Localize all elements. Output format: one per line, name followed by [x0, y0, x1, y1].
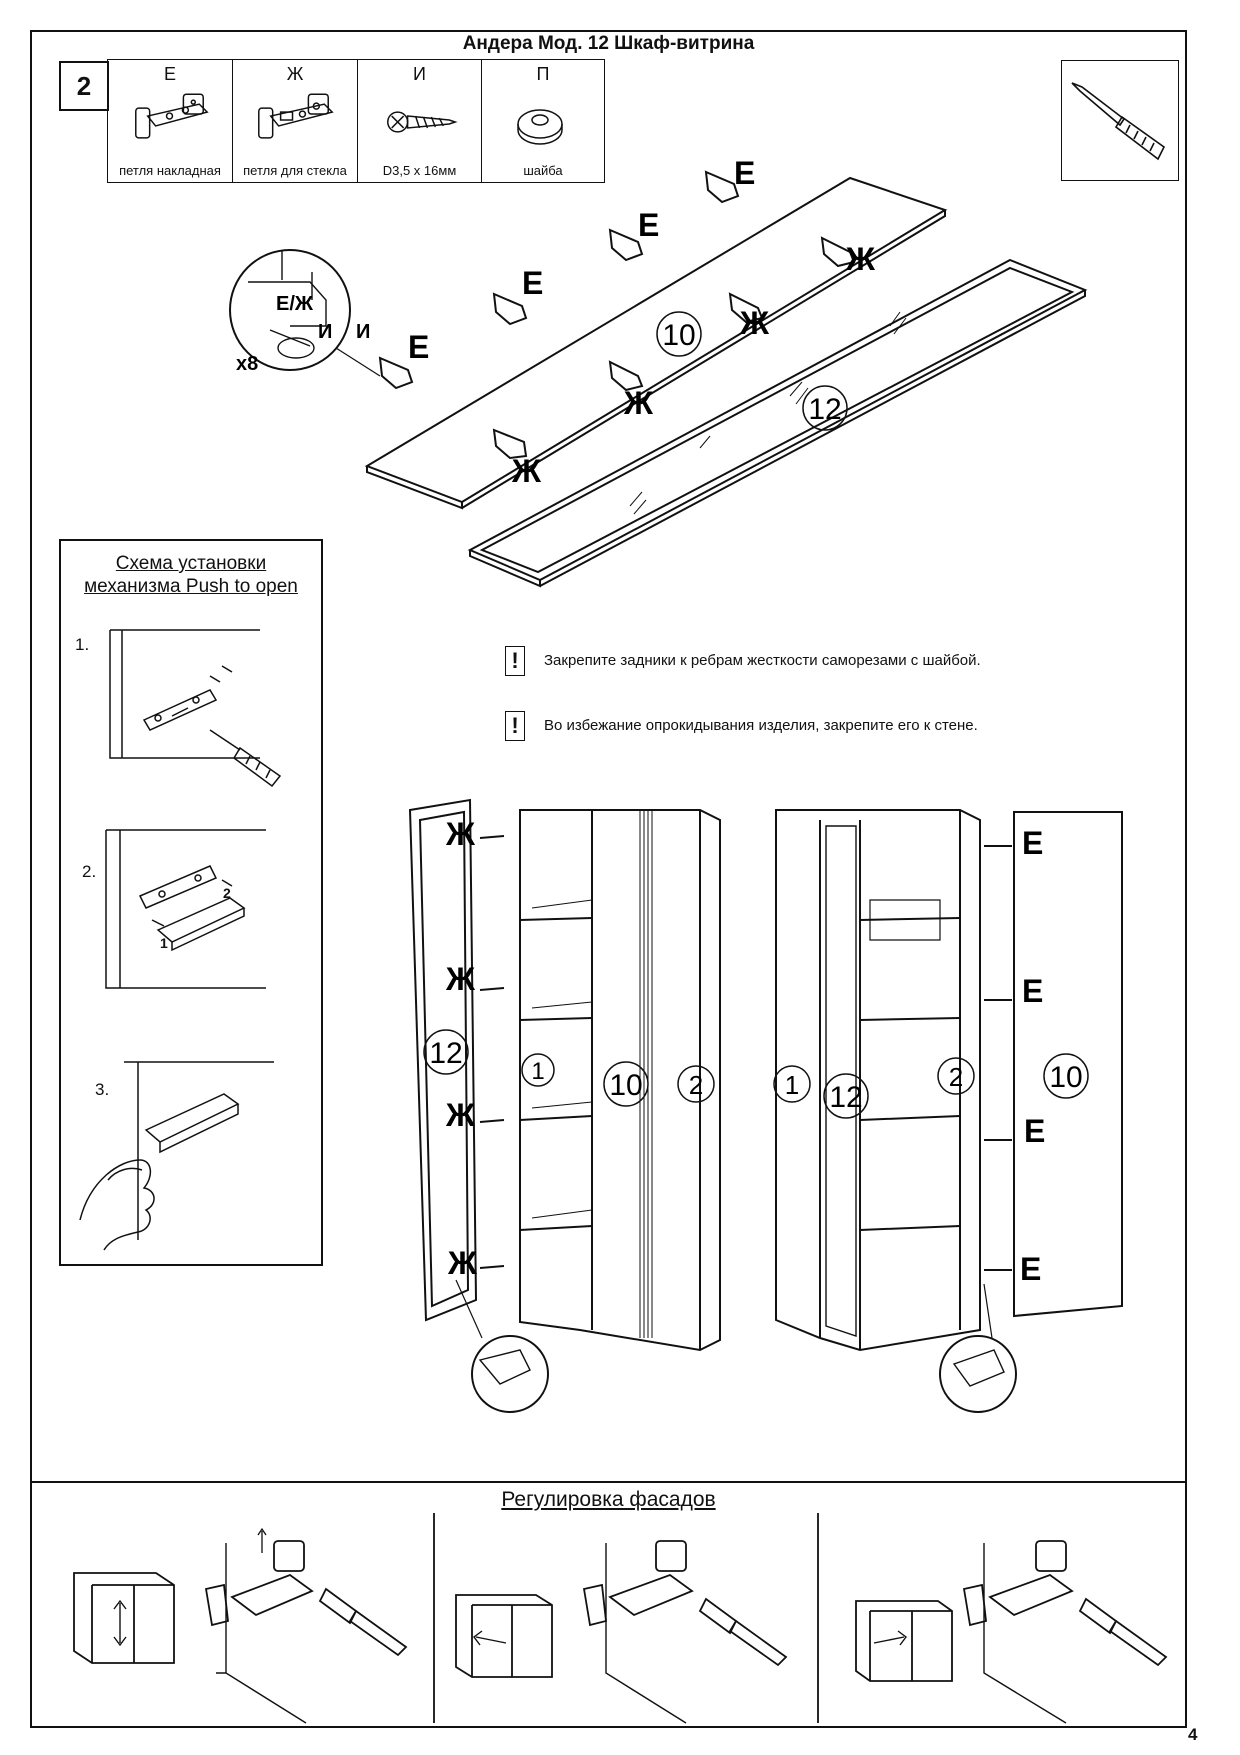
label-hinge-zh: Ж: [739, 305, 770, 341]
glass-door-panel-12: [467, 258, 1088, 582]
label-panel-1: 1: [531, 1058, 544, 1085]
left-cabinet-diagram: Ж Ж Ж Ж 12 1 10 2: [408, 798, 721, 1413]
washer-icon: [517, 109, 563, 145]
label-hinge-e: Е: [638, 207, 659, 243]
label-panel-1: 1: [785, 1070, 799, 1100]
label-hinge-zh: Ж: [511, 453, 542, 489]
label-panel-12: 12: [429, 1037, 462, 1070]
glass-hinge-icon: [258, 93, 334, 139]
hinge-e-marks: [378, 170, 740, 390]
label-hinge-zh: Ж: [447, 1245, 478, 1281]
label-hinge-zh: Ж: [623, 385, 654, 421]
label-panel-10: 10: [1049, 1061, 1082, 1094]
hinge-detail-circle: [229, 249, 351, 371]
label-hinge-e: Е: [1022, 825, 1043, 861]
label-hinge-zh: Ж: [445, 1097, 476, 1133]
note-2: Во избежание опрокидывания изделия, закр…: [544, 717, 978, 734]
label-panel-12: 12: [829, 1081, 862, 1114]
screw-label: И: [356, 321, 370, 343]
label-hinge-e: Е: [734, 155, 755, 191]
screwdriver-icon: [1071, 82, 1166, 161]
label-panel-12: 12: [808, 393, 841, 426]
part-name: шайба: [523, 163, 563, 178]
push-step-3: 3.: [95, 1080, 110, 1099]
glass-door-12: [408, 798, 478, 1322]
screw-icon: [387, 111, 458, 133]
push-sub-1: 1: [160, 935, 168, 951]
part-name: петля для стекла: [243, 163, 347, 178]
hinge-assembly-diagram: Е Е Е Е Ж Ж Ж Ж 10 12 Е/Ж И И x8: [229, 155, 1088, 588]
label-hinge-zh: Ж: [445, 816, 476, 852]
push-to-open-title: Схема установки механизма Push to open: [60, 552, 322, 598]
label-panel-10: 10: [609, 1069, 642, 1102]
note-warning-icon: !: [505, 646, 525, 676]
page-frame: [30, 30, 1187, 1728]
push-step-2: 2.: [82, 862, 97, 881]
part-screw: И D3,5 х 16мм: [358, 60, 482, 182]
part-name: петля накладная: [119, 163, 221, 178]
part-letter: Ж: [286, 64, 304, 84]
label-hinge-e: Е: [1024, 1113, 1045, 1149]
label-panel-2: 2: [689, 1070, 703, 1100]
step-number: 2: [59, 61, 109, 111]
push-to-open-diagrams: [79, 629, 282, 1251]
adjustment-divider: [30, 1481, 1187, 1483]
part-letter: П: [536, 64, 550, 84]
door-panel-10: [1013, 811, 1123, 1318]
screw-label: И: [318, 321, 332, 343]
push-title-line2: механизма Push to open: [84, 576, 298, 597]
note-warning-icon: !: [505, 711, 525, 741]
part-letter: И: [413, 64, 426, 84]
label-hinge-e: Е: [522, 265, 543, 301]
label-panel-2: 2: [949, 1062, 963, 1092]
page-title: Андера Мод. 12 Шкаф-витрина: [462, 33, 755, 54]
page-number: 4: [1188, 1725, 1198, 1744]
label-panel-10: 10: [662, 319, 695, 352]
hinge-zh-marks: [492, 236, 856, 460]
label-hinge-zh: Ж: [445, 961, 476, 997]
adjustment-diagrams: [73, 1513, 1168, 1724]
part-glass-hinge: Ж петля для стекла: [233, 60, 358, 182]
label-hinge-zh: Ж: [845, 241, 876, 277]
part-letter: Е: [163, 64, 176, 84]
label-hinge-e: Е: [1020, 1251, 1041, 1287]
label-hinge-e: Е: [408, 329, 429, 365]
note-1: Закрепите задники к ребрам жесткости сам…: [544, 652, 981, 669]
hinge-detail-quantity: x8: [236, 353, 258, 375]
label-hinge-e: Е: [1022, 973, 1043, 1009]
adjustment-title: Регулировка фасадов: [501, 1488, 716, 1511]
hinge-detail-label: Е/Ж: [276, 293, 314, 315]
tool-box: [1061, 60, 1179, 181]
part-washer: П шайба: [482, 60, 604, 182]
right-cabinet-diagram: Е Е Е Е 1 12 2 10: [773, 809, 1123, 1413]
overlay-hinge-icon: [135, 93, 209, 139]
part-overlay-hinge: Е петля накладная: [108, 60, 233, 182]
parts-table: Е петля накладная Ж петля для стекла И: [107, 59, 605, 183]
push-title-line1: Схема установки: [115, 553, 267, 574]
push-sub-2: 2: [223, 885, 231, 901]
part-name: D3,5 х 16мм: [382, 163, 457, 178]
push-to-open-panel: [59, 539, 323, 1266]
push-step-1: 1.: [75, 635, 90, 654]
